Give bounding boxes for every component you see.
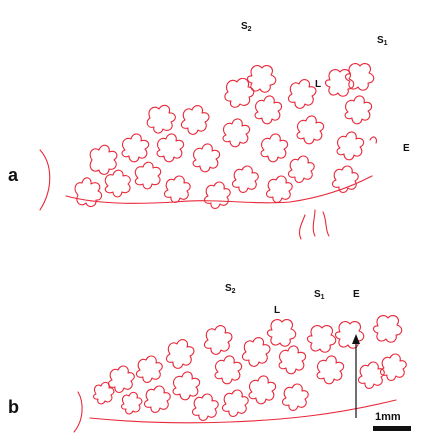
panel-label-a: a <box>8 165 19 185</box>
label-b-l: L <box>274 305 281 316</box>
panel-label-b: b <box>8 397 19 417</box>
suture-line-b <box>73 315 407 433</box>
label-b-s2: S2 <box>225 283 236 296</box>
scale-bar <box>373 426 411 431</box>
label-a-s2: S2 <box>241 21 252 34</box>
scale-bar-label: 1mm <box>375 411 401 423</box>
label-a-s1: S1 <box>377 35 388 48</box>
suture-line-a <box>39 63 377 240</box>
label-a-e: E <box>403 143 410 154</box>
label-a-l: L <box>315 79 322 90</box>
label-b-e: E <box>353 289 360 300</box>
siphuncle-arrow <box>352 334 360 418</box>
label-b-s1: S1 <box>314 289 325 302</box>
